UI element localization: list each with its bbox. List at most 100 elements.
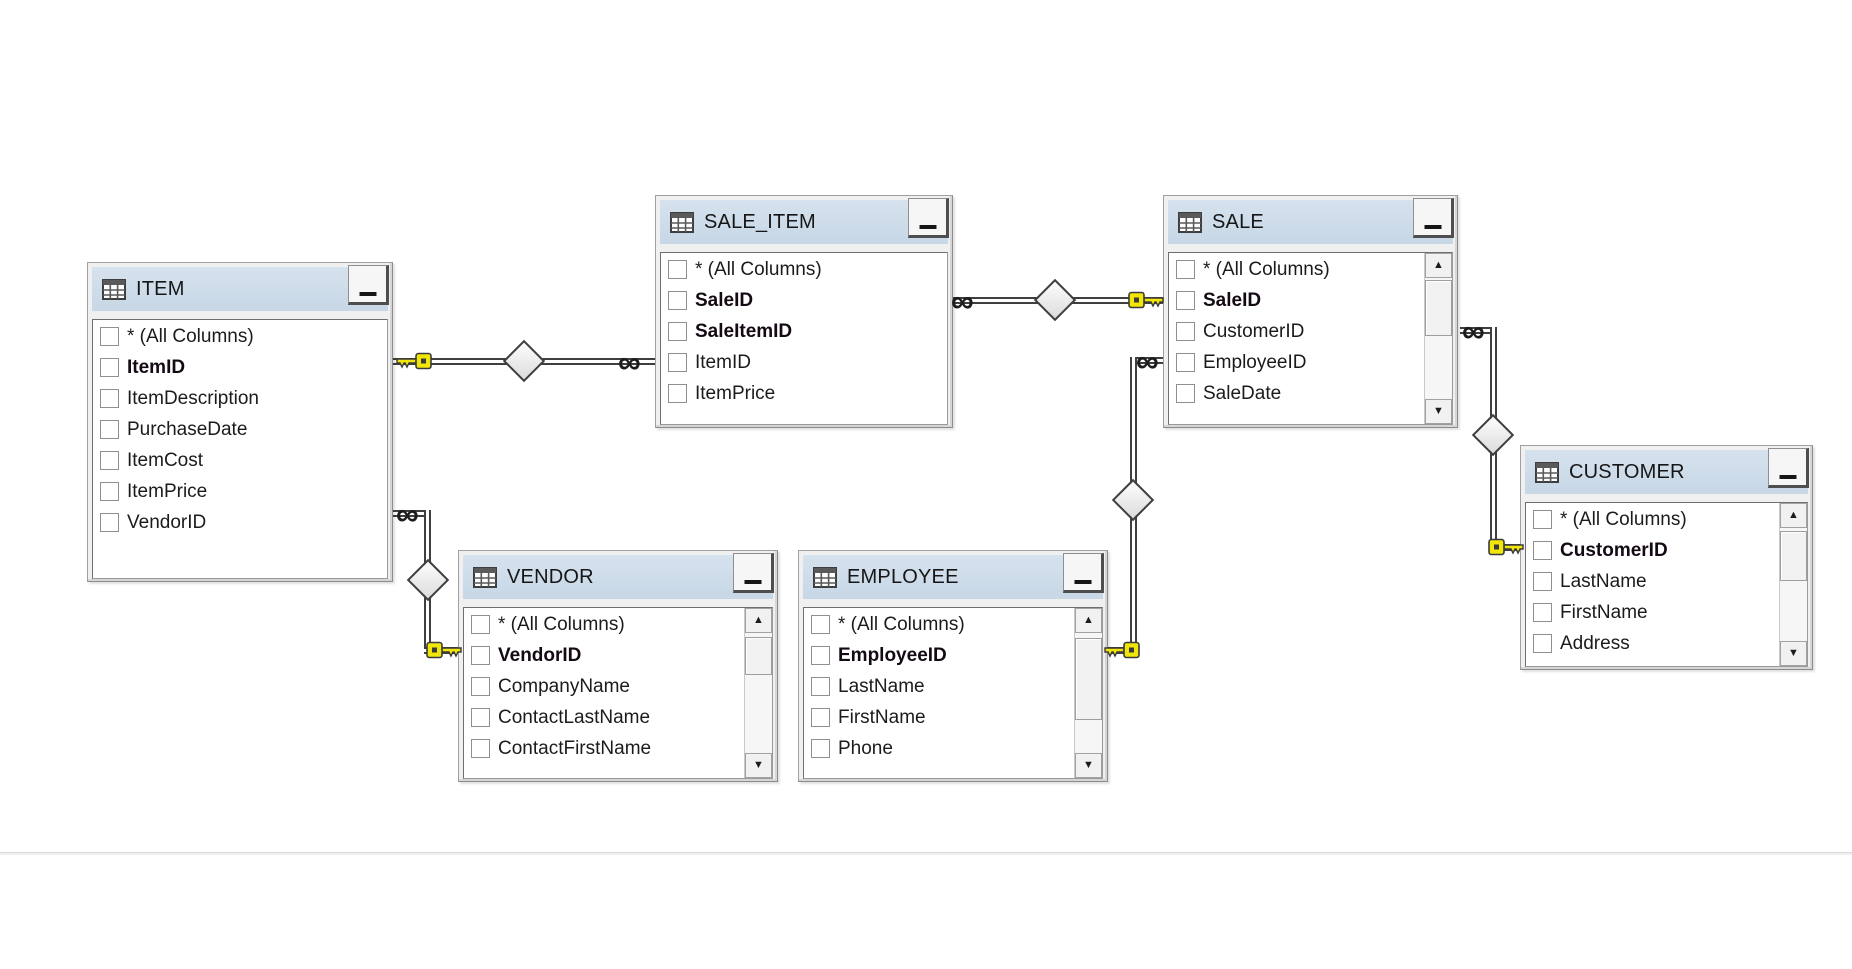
scroll-up-button[interactable]: ▲ [1075, 608, 1102, 633]
table-window-sale[interactable]: SALE * (All Columns) SaleID CustomerID E… [1163, 195, 1458, 428]
column-row[interactable]: ItemPrice [93, 476, 387, 507]
column-row[interactable]: Address [1526, 628, 1779, 659]
table-header[interactable]: SALE [1168, 198, 1454, 244]
scroll-up-button[interactable]: ▲ [1780, 503, 1807, 528]
column-row[interactable]: SaleItemID [661, 316, 947, 347]
column-checkbox[interactable] [811, 677, 830, 696]
column-checkbox[interactable] [100, 420, 119, 439]
scroll-up-button[interactable]: ▲ [745, 608, 772, 633]
join-diamond[interactable] [502, 339, 546, 383]
column-checkbox[interactable] [100, 389, 119, 408]
column-row[interactable]: * (All Columns) [93, 321, 387, 352]
minimize-button[interactable] [1063, 553, 1104, 593]
column-row[interactable]: * (All Columns) [804, 609, 1074, 640]
column-checkbox[interactable] [1533, 510, 1552, 529]
table-window-sale-item[interactable]: SALE_ITEM * (All Columns) SaleID SaleIte… [655, 195, 953, 428]
column-row[interactable]: * (All Columns) [661, 254, 947, 285]
column-row[interactable]: * (All Columns) [1169, 254, 1424, 285]
column-row[interactable]: ItemID [93, 352, 387, 383]
column-row[interactable]: CustomerID [1526, 535, 1779, 566]
column-checkbox[interactable] [471, 739, 490, 758]
column-checkbox[interactable] [668, 353, 687, 372]
column-row[interactable]: * (All Columns) [464, 609, 744, 640]
column-checkbox[interactable] [1176, 260, 1195, 279]
minimize-button[interactable] [1413, 198, 1454, 238]
column-row[interactable]: EmployeeID [1169, 347, 1424, 378]
scroll-up-button[interactable]: ▲ [1425, 253, 1452, 278]
table-header[interactable]: EMPLOYEE [803, 553, 1104, 599]
join-diamond[interactable] [1471, 413, 1515, 457]
table-header[interactable]: VENDOR [463, 553, 774, 599]
column-checkbox[interactable] [811, 708, 830, 727]
column-checkbox[interactable] [1176, 291, 1195, 310]
column-row[interactable]: SaleDate [1169, 378, 1424, 409]
column-row[interactable]: EmployeeID [804, 640, 1074, 671]
column-checkbox[interactable] [471, 677, 490, 696]
table-window-customer[interactable]: CUSTOMER * (All Columns) CustomerID Last… [1520, 445, 1813, 670]
column-checkbox[interactable] [100, 358, 119, 377]
column-checkbox[interactable] [668, 322, 687, 341]
column-row[interactable]: ContactFirstName [464, 733, 744, 764]
join-diamond[interactable] [1111, 478, 1155, 522]
table-window-employee[interactable]: EMPLOYEE * (All Columns) EmployeeID Last… [798, 550, 1108, 782]
column-checkbox[interactable] [668, 260, 687, 279]
table-window-vendor[interactable]: VENDOR * (All Columns) VendorID CompanyN… [458, 550, 778, 782]
column-checkbox[interactable] [1176, 353, 1195, 372]
column-checkbox[interactable] [471, 615, 490, 634]
column-row[interactable]: VendorID [93, 507, 387, 538]
column-checkbox[interactable] [811, 739, 830, 758]
scroll-thumb[interactable] [745, 637, 772, 675]
scroll-down-button[interactable]: ▼ [745, 753, 772, 778]
column-row[interactable]: VendorID [464, 640, 744, 671]
column-row[interactable]: * (All Columns) [1526, 504, 1779, 535]
scroll-down-button[interactable]: ▼ [1780, 641, 1807, 666]
column-checkbox[interactable] [811, 646, 830, 665]
column-checkbox[interactable] [1533, 634, 1552, 653]
relation-line-customer-sale-top-stub[interactable] [1460, 327, 1496, 334]
column-checkbox[interactable] [100, 482, 119, 501]
vertical-scrollbar[interactable]: ▲ ▼ [1074, 608, 1102, 778]
scroll-thumb[interactable] [1075, 638, 1102, 720]
column-row[interactable]: Phone [804, 733, 1074, 764]
column-checkbox[interactable] [1533, 603, 1552, 622]
column-checkbox[interactable] [1176, 322, 1195, 341]
column-row[interactable]: ItemID [661, 347, 947, 378]
column-checkbox[interactable] [100, 451, 119, 470]
join-diamond[interactable] [406, 558, 450, 602]
column-row[interactable]: LastName [804, 671, 1074, 702]
column-checkbox[interactable] [1176, 384, 1195, 403]
column-checkbox[interactable] [471, 646, 490, 665]
table-window-item[interactable]: ITEM * (All Columns) ItemID ItemDescript… [87, 262, 393, 582]
scroll-thumb[interactable] [1780, 531, 1807, 581]
scroll-down-button[interactable]: ▼ [1075, 753, 1102, 778]
minimize-button[interactable] [348, 265, 389, 305]
column-checkbox[interactable] [100, 513, 119, 532]
column-checkbox[interactable] [668, 384, 687, 403]
column-checkbox[interactable] [1533, 572, 1552, 591]
column-row[interactable]: ItemCost [93, 445, 387, 476]
minimize-button[interactable] [908, 198, 949, 238]
column-row[interactable]: ItemPrice [661, 378, 947, 409]
vertical-scrollbar[interactable]: ▲ ▼ [1779, 503, 1807, 666]
column-row[interactable]: LastName [1526, 566, 1779, 597]
minimize-button[interactable] [1768, 448, 1809, 488]
column-checkbox[interactable] [668, 291, 687, 310]
column-row[interactable]: SaleID [661, 285, 947, 316]
table-header[interactable]: SALE_ITEM [660, 198, 949, 244]
column-checkbox[interactable] [811, 615, 830, 634]
column-row[interactable]: CompanyName [464, 671, 744, 702]
vertical-scrollbar[interactable]: ▲ ▼ [744, 608, 772, 778]
scroll-thumb[interactable] [1425, 280, 1452, 336]
column-row[interactable]: SaleID [1169, 285, 1424, 316]
column-checkbox[interactable] [1533, 541, 1552, 560]
relation-line-vendor-item-top-stub[interactable] [393, 510, 431, 517]
column-checkbox[interactable] [100, 327, 119, 346]
minimize-button[interactable] [733, 553, 774, 593]
column-row[interactable]: FirstName [1526, 597, 1779, 628]
join-diamond[interactable] [1033, 278, 1077, 322]
table-header[interactable]: ITEM [92, 265, 389, 311]
table-header[interactable]: CUSTOMER [1525, 448, 1809, 494]
vertical-scrollbar[interactable]: ▲ ▼ [1424, 253, 1452, 424]
column-row[interactable]: ItemDescription [93, 383, 387, 414]
column-row[interactable]: FirstName [804, 702, 1074, 733]
